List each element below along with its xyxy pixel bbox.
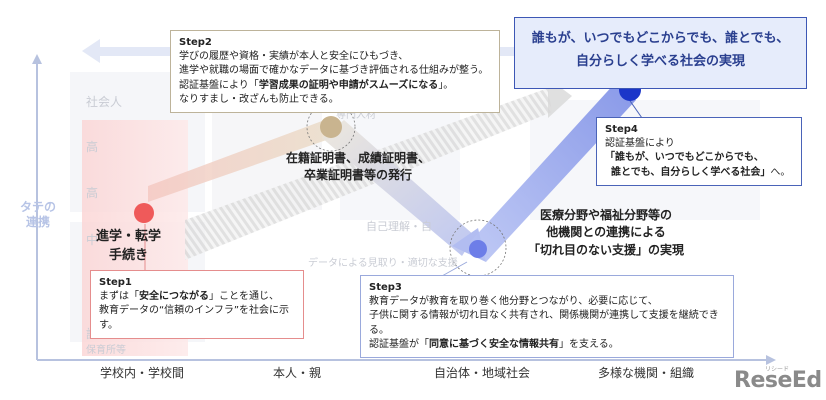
step4-title: Step4 <box>605 124 638 135</box>
step3-bold-text: 同意に基づく安全な情報共有 <box>429 338 559 350</box>
right-label-line: 「切れ目のない支援」の実現 <box>528 242 685 257</box>
step2-line: 学びの履歴や資格・実績が本人と安全にひもづき、 <box>179 51 409 63</box>
y-axis-label-line: 連携 <box>25 215 50 229</box>
bg-row-label: 中 <box>86 233 99 247</box>
step1-line: 教育データの“信頼のインフラ”を社会に示す。 <box>99 305 290 331</box>
reseed-logo: ReseEd <box>734 368 822 393</box>
step1-title: Step1 <box>99 277 132 288</box>
step4-pointer <box>627 97 643 119</box>
start-node <box>134 203 154 223</box>
step4-callout: Step4 認証基盤により 「誰もが、いつでもどこからでも、 誰とでも、自分らし… <box>596 117 802 186</box>
step2-text: 認証基盤により「 <box>179 79 259 91</box>
step3-node <box>469 240 487 258</box>
step3-to-goal-arrow <box>470 82 636 262</box>
bg-row-label: 高 <box>86 186 99 200</box>
step1-callout: Step1 まずは「安全につながる」ことを通じ、 教育データの“信頼のインフラ”… <box>90 270 304 339</box>
step2-title: Step2 <box>179 37 212 48</box>
middle-label-line: 在籍証明書、成績証明書、 <box>286 151 431 165</box>
bg-row-label: 保育所等 <box>86 345 126 356</box>
x-axis-arrowhead <box>766 355 776 365</box>
step1-bold-text: 安全につながる <box>139 291 209 303</box>
step4-bold-line: 「誰もが、いつでもどこからでも、 <box>605 152 764 164</box>
y-axis-label: タテの 連携 <box>16 200 60 230</box>
bg-fragment: 自己理解・自 <box>366 220 432 233</box>
step4-line: 誰とでも、自分らしく学べる社会」へ。 <box>605 166 793 180</box>
step3-halo <box>449 219 507 277</box>
step3-pointer <box>441 261 468 277</box>
step4-bold-text: 誰とでも、自分らしく学べる社会」 <box>611 166 771 178</box>
step1-text: 」ことを通じ、 <box>209 291 279 303</box>
goal-line: 自分らしく学べる社会の実現 <box>575 53 745 69</box>
middle-label: 在籍証明書、成績証明書、 卒業証明書等の発行 <box>286 150 430 185</box>
y-axis-arrowhead <box>32 54 42 64</box>
step3-text: 認証基盤が「 <box>369 338 429 350</box>
step4-text: へ。 <box>770 166 791 178</box>
x-axis-label-municipality: 自治体・地域社会 <box>434 366 531 380</box>
step1-line: まずは「安全につながる」ことを通じ、 <box>99 290 295 304</box>
bg-row-label: 社会人 <box>86 95 123 109</box>
bg-fragment: データによる見取り・適切な支援 <box>308 258 458 269</box>
reseed-logo-sub: リシード <box>765 366 790 373</box>
start-label: 進学・転学 手続き <box>96 228 161 266</box>
start-label-line: 手続き <box>109 247 149 263</box>
goal-box: 誰もが、いつでもどこからでも、誰とでも、 自分らしく学べる社会の実現 <box>514 17 807 89</box>
x-axis-label-self-parent: 本人・親 <box>273 366 322 380</box>
step2-line: 認証基盤により「学習成果の証明や申請がスムーズになる」。 <box>179 79 491 93</box>
bg-row-label: 高 <box>86 140 99 154</box>
right-label: 医療分野や福祉分野等の 他機関との連携による 「切れ目のない支援」の実現 <box>528 207 684 259</box>
step2-callout: Step2 学びの履歴や資格・実績が本人と安全にひもづき、 進学や就職の場面で確… <box>170 30 500 113</box>
right-label-line: 医療分野や福祉分野等の <box>540 208 673 222</box>
step3-callout: Step3 教育データが教育を取り巻く他分野とつながり、必要に応じて、 子供に関… <box>360 275 734 358</box>
step3-text: 」を支える。 <box>559 338 619 350</box>
step3-line: 子供に関する情報が切れ目なく共有され、関係機関が連携して支援を継続できる。 <box>369 310 719 336</box>
step3-line: 教育データが教育を取り巻く他分野とつながり、必要に応じて、 <box>369 296 658 308</box>
step2-line: なりすまし・改ざんも防止できる。 <box>179 93 339 105</box>
step2-line: 進学や就職の場面で確かなデータに基づき評価される仕組みが整う。 <box>179 65 489 77</box>
y-axis-label-line: タテの <box>19 200 56 214</box>
start-label-line: 進学・転学 <box>96 229 162 244</box>
right-label-line: 他機関との連携による <box>546 225 666 240</box>
middle-label-line: 卒業証明書等の発行 <box>304 168 413 183</box>
x-axis-label-school: 学校内・学校間 <box>100 366 185 380</box>
start-to-step2-connector <box>148 118 338 202</box>
step2-bold-text: 学習成果の証明や申請がスムーズになる <box>258 79 439 91</box>
step2-text: 」。 <box>438 79 454 91</box>
x-axis-label-organizations: 多様な機関・組織 <box>598 366 695 380</box>
step2-to-step3-arrow <box>322 120 475 256</box>
bg-fragment: 専門人材 <box>336 110 376 121</box>
step1-text: まずは「 <box>99 291 139 303</box>
step3-title: Step3 <box>369 282 402 293</box>
step3-line: 認証基盤が「同意に基づく安全な情報共有」を支える。 <box>369 338 725 352</box>
step4-line: 認証基盤により <box>605 138 675 150</box>
step2-node <box>320 116 342 138</box>
goal-line: 誰もが、いつでもどこからでも、誰とでも、 <box>531 31 790 46</box>
